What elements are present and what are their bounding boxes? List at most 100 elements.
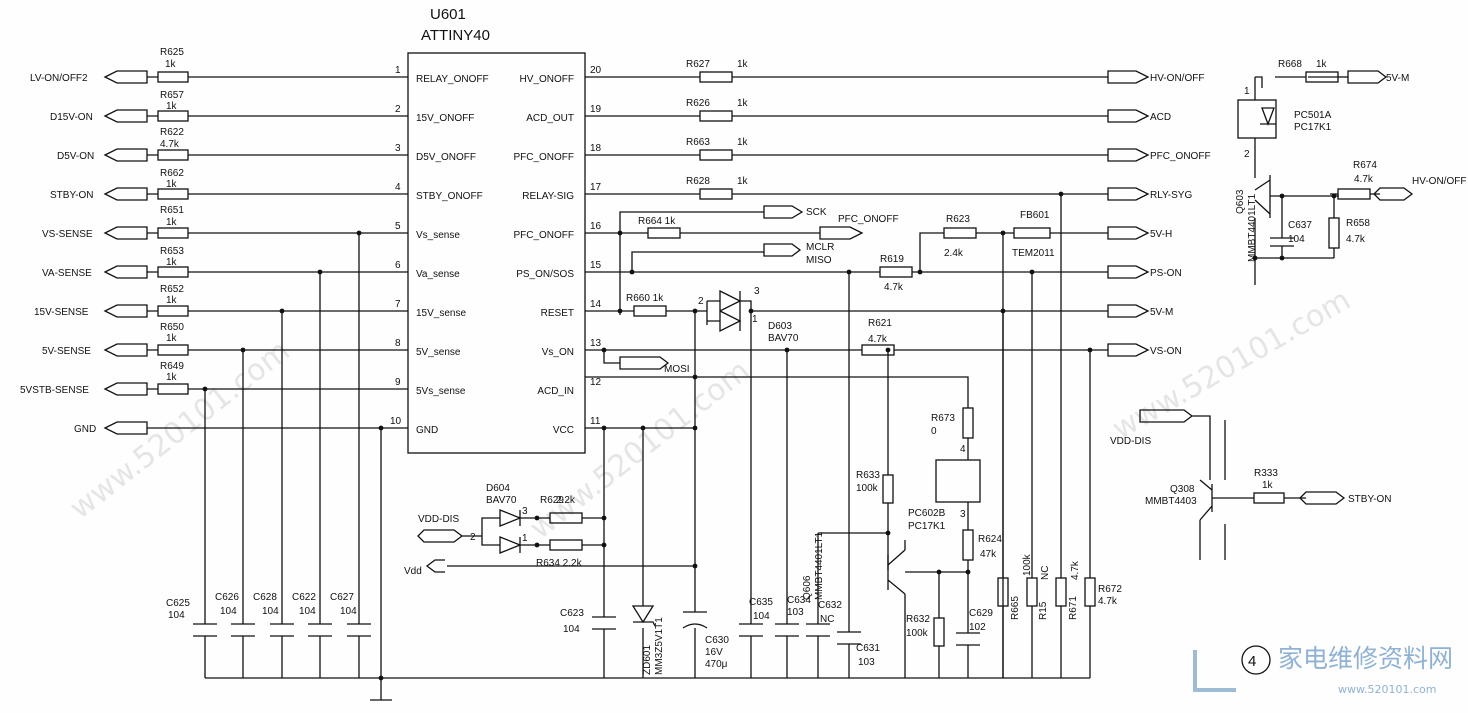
svg-text:1k: 1k xyxy=(737,59,749,70)
svg-text:R333: R333 xyxy=(1254,468,1278,479)
svg-text:STBY-ON: STBY-ON xyxy=(1348,494,1392,505)
pin-name-9: 5Vs_sense xyxy=(416,386,466,397)
svg-text:VDD-DIS: VDD-DIS xyxy=(418,514,459,525)
svg-text:5V-M: 5V-M xyxy=(1386,73,1409,84)
pin-name-1: RELAY_ONOFF xyxy=(416,74,489,85)
svg-text:104: 104 xyxy=(340,606,357,617)
svg-text:R660 1k: R660 1k xyxy=(626,293,664,304)
svg-text:C632: C632 xyxy=(818,600,842,611)
pin-name-19: ACD_OUT xyxy=(526,113,574,124)
svg-text:2: 2 xyxy=(395,104,401,115)
site-logo: 4 家电维修资料网 www.520101.com xyxy=(1193,644,1453,696)
svg-text:C625: C625 xyxy=(166,598,190,609)
svg-text:C634: C634 xyxy=(787,595,811,606)
pin-name-8: 5V_sense xyxy=(416,347,461,358)
svg-text:8: 8 xyxy=(395,338,401,349)
svg-text:3: 3 xyxy=(395,143,401,154)
svg-text:PC501A: PC501A xyxy=(1294,110,1332,121)
svg-text:R15: R15 xyxy=(1038,601,1049,620)
svg-text:104: 104 xyxy=(563,624,580,635)
left-net-label-5: VS-SENSE xyxy=(42,229,93,240)
svg-text:MOSI: MOSI xyxy=(664,364,690,375)
svg-text:C630: C630 xyxy=(705,635,729,646)
svg-text:1k: 1k xyxy=(166,101,178,112)
svg-text:R653: R653 xyxy=(160,246,184,257)
svg-text:SCK: SCK xyxy=(806,207,827,218)
svg-text:2: 2 xyxy=(1244,149,1250,160)
svg-text:10: 10 xyxy=(390,416,402,427)
svg-text:5: 5 xyxy=(395,221,401,232)
svg-text:4.7k: 4.7k xyxy=(1098,596,1118,607)
svg-text:R649: R649 xyxy=(160,361,184,372)
svg-text:MM3Z5V1T1: MM3Z5V1T1 xyxy=(654,617,665,675)
svg-text:103: 103 xyxy=(858,657,875,668)
svg-text:104: 104 xyxy=(262,606,279,617)
svg-text:100k: 100k xyxy=(856,483,879,494)
svg-text:R651: R651 xyxy=(160,205,184,216)
svg-text:17: 17 xyxy=(590,182,602,193)
pin-name-10: GND xyxy=(416,425,438,436)
pin-name-4: STBY_ONOFF xyxy=(416,191,483,202)
svg-text:TEM2011: TEM2011 xyxy=(1012,248,1055,259)
svg-text:R658: R658 xyxy=(1346,218,1370,229)
pin-name-5: Vs_sense xyxy=(416,230,460,241)
svg-text:15: 15 xyxy=(590,260,602,271)
svg-text:BAV70: BAV70 xyxy=(486,495,517,506)
svg-text:104: 104 xyxy=(753,611,770,622)
svg-text:D604: D604 xyxy=(486,483,510,494)
svg-text:4.7k: 4.7k xyxy=(1346,234,1366,245)
left-net-label-3: D5V-ON xyxy=(57,151,94,162)
left-net-label-4: STBY-ON xyxy=(50,190,94,201)
svg-text:104: 104 xyxy=(1288,234,1305,245)
svg-text:14: 14 xyxy=(590,299,602,310)
svg-text:MISO: MISO xyxy=(806,255,832,266)
pin-name-13: Vs_ON xyxy=(542,347,574,358)
svg-text:PS-ON: PS-ON xyxy=(1150,268,1182,279)
svg-text:2.2k: 2.2k xyxy=(556,495,576,506)
svg-text:1: 1 xyxy=(752,314,758,325)
svg-text:BAV70: BAV70 xyxy=(768,333,799,344)
svg-text:1k: 1k xyxy=(737,137,749,148)
svg-text:1: 1 xyxy=(395,65,401,76)
svg-text:47k: 47k xyxy=(980,549,997,560)
svg-text:1k: 1k xyxy=(166,295,178,306)
svg-text:18: 18 xyxy=(590,143,602,154)
svg-text:20: 20 xyxy=(590,65,602,76)
svg-text:R629: R629 xyxy=(540,495,564,506)
svg-text:1k: 1k xyxy=(166,217,178,228)
svg-text:1: 1 xyxy=(1244,86,1250,97)
left-net-label-2: D15V-ON xyxy=(50,112,93,123)
svg-text:Vdd: Vdd xyxy=(404,566,422,577)
svg-text:4.7k: 4.7k xyxy=(1070,560,1081,580)
svg-text:ACD: ACD xyxy=(1150,112,1171,123)
svg-text:6: 6 xyxy=(395,260,401,271)
svg-text:470μ: 470μ xyxy=(705,659,728,670)
svg-text:PC602B: PC602B xyxy=(908,508,946,519)
svg-text:R665: R665 xyxy=(1010,596,1021,620)
svg-text:R672: R672 xyxy=(1098,584,1122,595)
svg-text:1k: 1k xyxy=(166,257,178,268)
svg-text:4.7k: 4.7k xyxy=(868,334,888,345)
svg-text:ZD601: ZD601 xyxy=(642,645,653,675)
svg-text:C623: C623 xyxy=(560,608,584,619)
left-net-label-6: VA-SENSE xyxy=(42,268,92,279)
svg-text:3: 3 xyxy=(960,509,966,520)
svg-text:1k: 1k xyxy=(737,176,749,187)
svg-text:C622: C622 xyxy=(292,592,316,603)
svg-text:D603: D603 xyxy=(768,321,792,332)
svg-text:VDD-DIS: VDD-DIS xyxy=(1110,436,1151,447)
svg-text:2: 2 xyxy=(698,296,704,307)
ic-pin-numbers: 1 2 3 4 5 6 7 8 9 10 20 19 18 17 16 15 1… xyxy=(390,65,602,427)
svg-text:R657: R657 xyxy=(160,90,184,101)
svg-text:11: 11 xyxy=(590,416,601,427)
svg-text:2.4k: 2.4k xyxy=(944,248,964,259)
svg-text:R662: R662 xyxy=(160,168,184,179)
pin-name-2: 15V_ONOFF xyxy=(416,113,474,124)
logo-text: 家电维修资料网 xyxy=(1278,644,1453,673)
pin-name-20: HV_ONOFF xyxy=(520,74,574,85)
pin-name-18: PFC_ONOFF xyxy=(513,152,574,163)
svg-text:7: 7 xyxy=(395,299,401,310)
ic-right-pin-labels: HV_ONOFF ACD_OUT PFC_ONOFF RELAY-SIG PFC… xyxy=(513,74,574,436)
